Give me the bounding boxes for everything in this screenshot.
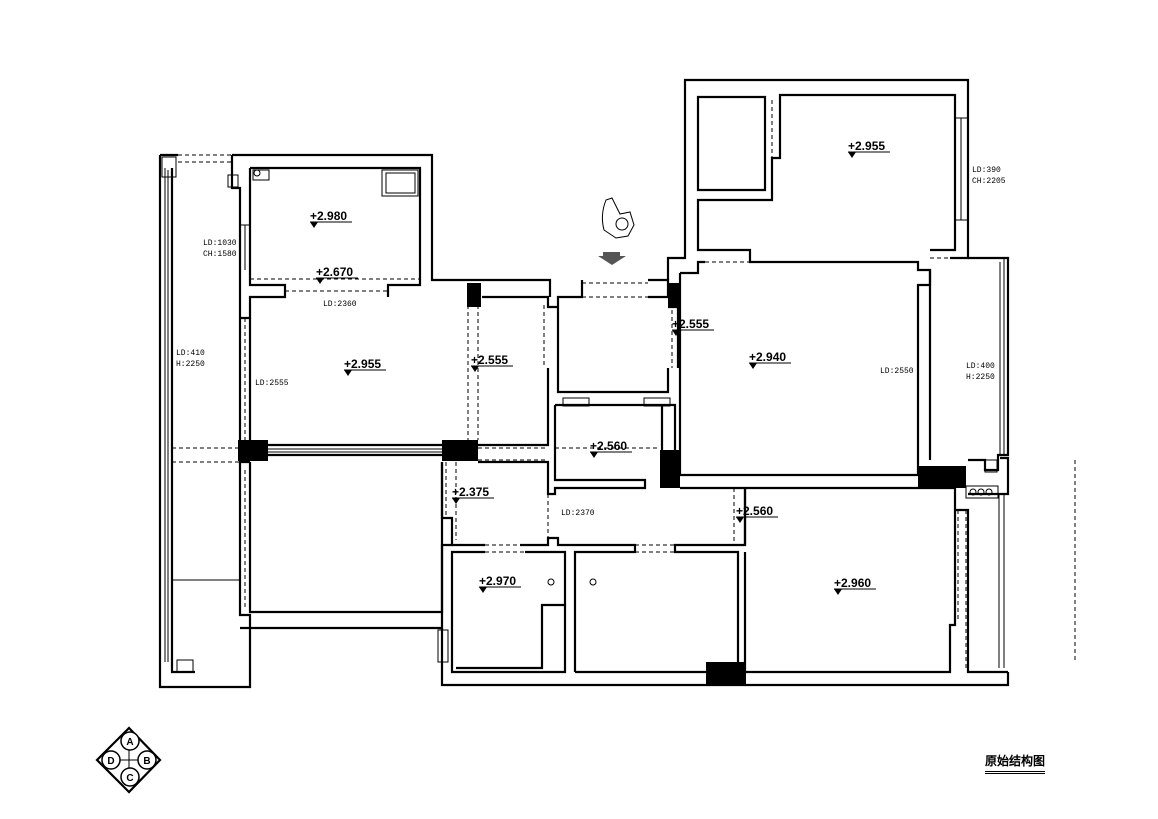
- dim-ld1030: LD:1030: [203, 239, 237, 248]
- dim-h2250-right: H:2250: [966, 373, 995, 382]
- dim-ld390: LD:390: [972, 166, 1001, 175]
- dim-ld2555: LD:2555: [255, 379, 289, 388]
- dim-ch2205: CH:2205: [972, 177, 1006, 186]
- compass-c: C: [126, 773, 133, 784]
- svg-text:+2.560: +2.560: [590, 439, 627, 453]
- walls: [158, 78, 1010, 689]
- svg-text:+2.980: +2.980: [310, 209, 347, 223]
- elev-top-right-room: +2.955: [848, 139, 890, 158]
- dim-ld2370: LD:2370: [561, 509, 595, 518]
- openings: [172, 100, 1076, 668]
- svg-text:+2.555: +2.555: [672, 317, 709, 331]
- dim-ld400: LD:400: [966, 362, 995, 371]
- compass-b: B: [143, 756, 150, 767]
- elev-lower-corridor: +2.560: [736, 504, 778, 523]
- structural-columns: [238, 283, 966, 685]
- svg-text:+2.960: +2.960: [834, 576, 871, 590]
- drawing-title: 原始结构图: [985, 752, 1046, 774]
- elev-bedroom-upper-left: +2.980: [310, 209, 352, 228]
- elev-kitchen: +2.560: [590, 439, 632, 458]
- svg-text:+2.670: +2.670: [316, 265, 353, 279]
- entrance-icon: [598, 197, 635, 265]
- elev-living-right: +2.940: [749, 350, 791, 369]
- compass-a: A: [126, 737, 133, 748]
- elev-lower-right-room: +2.960: [834, 576, 876, 595]
- dim-ld2550: LD:2550: [880, 367, 914, 376]
- svg-text:+2.955: +2.955: [344, 357, 381, 371]
- svg-text:+2.970: +2.970: [479, 574, 516, 588]
- fixtures: [253, 169, 597, 586]
- dim-ld2360: LD:2360: [323, 300, 357, 309]
- elev-bath: +2.970: [479, 574, 521, 593]
- compass-d: D: [107, 756, 114, 767]
- dimension-notes: LD:1030 CH:1580 LD:2360 LD:410 H:2250 LD…: [176, 166, 1006, 518]
- elevation-labels: +2.980 +2.670 +2.955 +2.555 +2.555 +2.94…: [310, 139, 890, 595]
- elev-corridor: +2.555: [471, 353, 513, 372]
- compass-icon: A B C D: [95, 726, 162, 794]
- svg-text:+2.560: +2.560: [736, 504, 773, 518]
- dim-ch1580: CH:1580: [203, 250, 237, 259]
- dim-ld410: LD:410: [176, 349, 205, 358]
- elev-entry: +2.555: [672, 317, 714, 336]
- svg-text:+2.940: +2.940: [749, 350, 786, 364]
- elev-hall: +2.375: [452, 485, 494, 504]
- elev-living-left: +2.955: [344, 357, 386, 376]
- dim-h2250-left: H:2250: [176, 360, 205, 369]
- elev-beam-upper-left: +2.670: [316, 265, 358, 284]
- svg-text:+2.955: +2.955: [848, 139, 885, 153]
- svg-text:+2.555: +2.555: [471, 353, 508, 367]
- svg-text:+2.375: +2.375: [452, 485, 489, 499]
